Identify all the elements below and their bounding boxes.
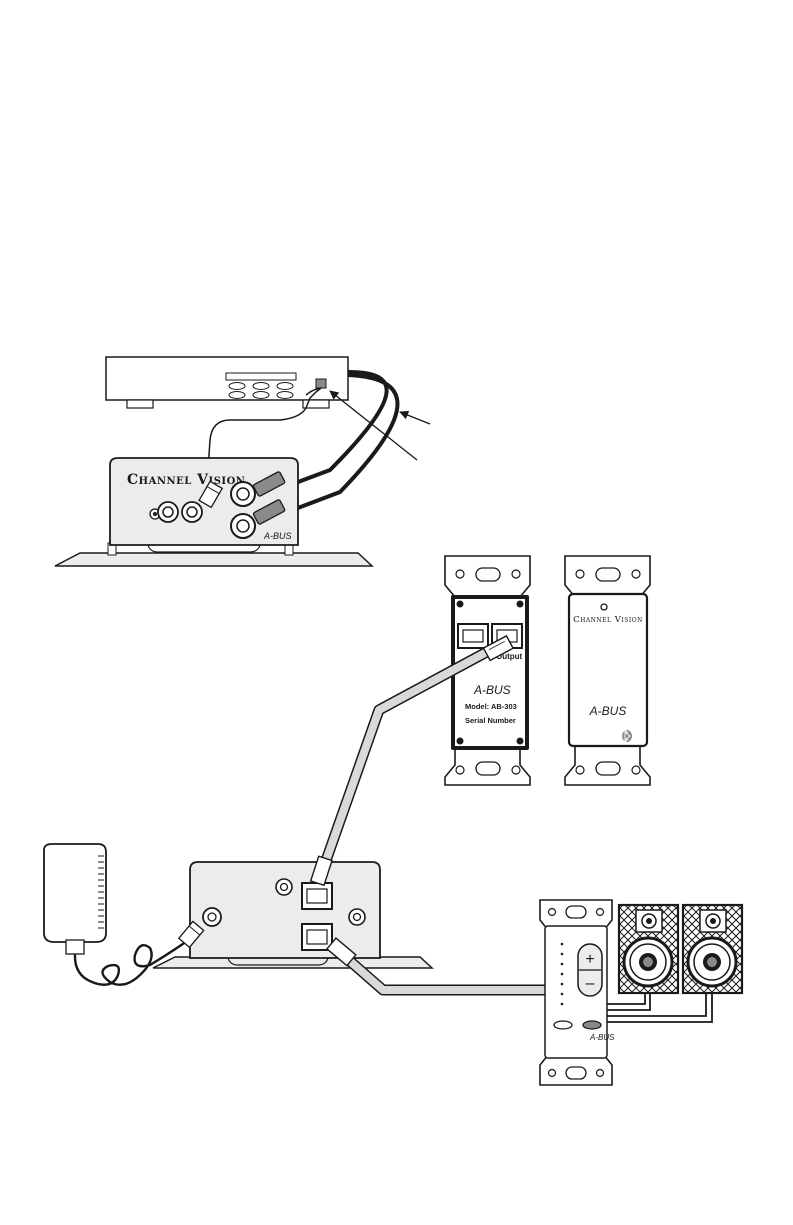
volume-down-icon[interactable]: – bbox=[586, 975, 595, 992]
hub-rf-jack-right bbox=[349, 909, 365, 925]
volume-up-icon[interactable]: + bbox=[585, 951, 594, 968]
hub-box-icon bbox=[153, 862, 432, 968]
volume-rocker[interactable]: + – bbox=[578, 944, 602, 996]
ir-emitter-port bbox=[316, 379, 326, 388]
callout-arrow-cable bbox=[400, 412, 430, 424]
input-module-logo: A-BUS bbox=[473, 683, 511, 697]
speaker-left bbox=[619, 905, 678, 993]
speaker-wires bbox=[607, 993, 712, 1022]
faceplate-led bbox=[601, 604, 607, 610]
faceplate-brand: Channel Vision bbox=[573, 615, 643, 625]
transmitter-brand: Channel Vision bbox=[127, 472, 245, 488]
transmitter-rca-jack-4 bbox=[231, 514, 255, 538]
source-device bbox=[106, 357, 348, 408]
volume-keypad: + – A-BUS bbox=[540, 900, 615, 1085]
callout-arrow-emitter bbox=[330, 391, 417, 460]
input-module-serial: Serial Number bbox=[465, 716, 516, 725]
keypad-logo: A-BUS bbox=[589, 1033, 615, 1042]
hub-power-jack bbox=[203, 908, 221, 926]
transmitter-rca-jack-3 bbox=[231, 482, 255, 506]
hub-rj45-output bbox=[302, 924, 332, 950]
bluetooth-icon bbox=[622, 730, 632, 742]
faceplate-logo: A-BUS bbox=[589, 704, 627, 718]
keypad-button-right[interactable] bbox=[583, 1021, 601, 1029]
hub-rj45-input bbox=[302, 883, 332, 909]
rj45-jack-left bbox=[458, 624, 488, 648]
speaker-right bbox=[683, 905, 742, 993]
hub-rf-jack-top bbox=[276, 879, 292, 895]
bluetooth-faceplate: Channel Vision A-BUS bbox=[565, 556, 650, 785]
keypad-button-left[interactable] bbox=[554, 1021, 572, 1029]
transmitter-rca-jack-1 bbox=[158, 502, 178, 522]
transmitter-logo: A-BUS bbox=[263, 531, 292, 541]
transmitter-rca-jack-2 bbox=[182, 502, 202, 522]
wall-adapter-icon bbox=[44, 844, 106, 954]
input-module-model: Model: AB-303 bbox=[465, 702, 517, 711]
